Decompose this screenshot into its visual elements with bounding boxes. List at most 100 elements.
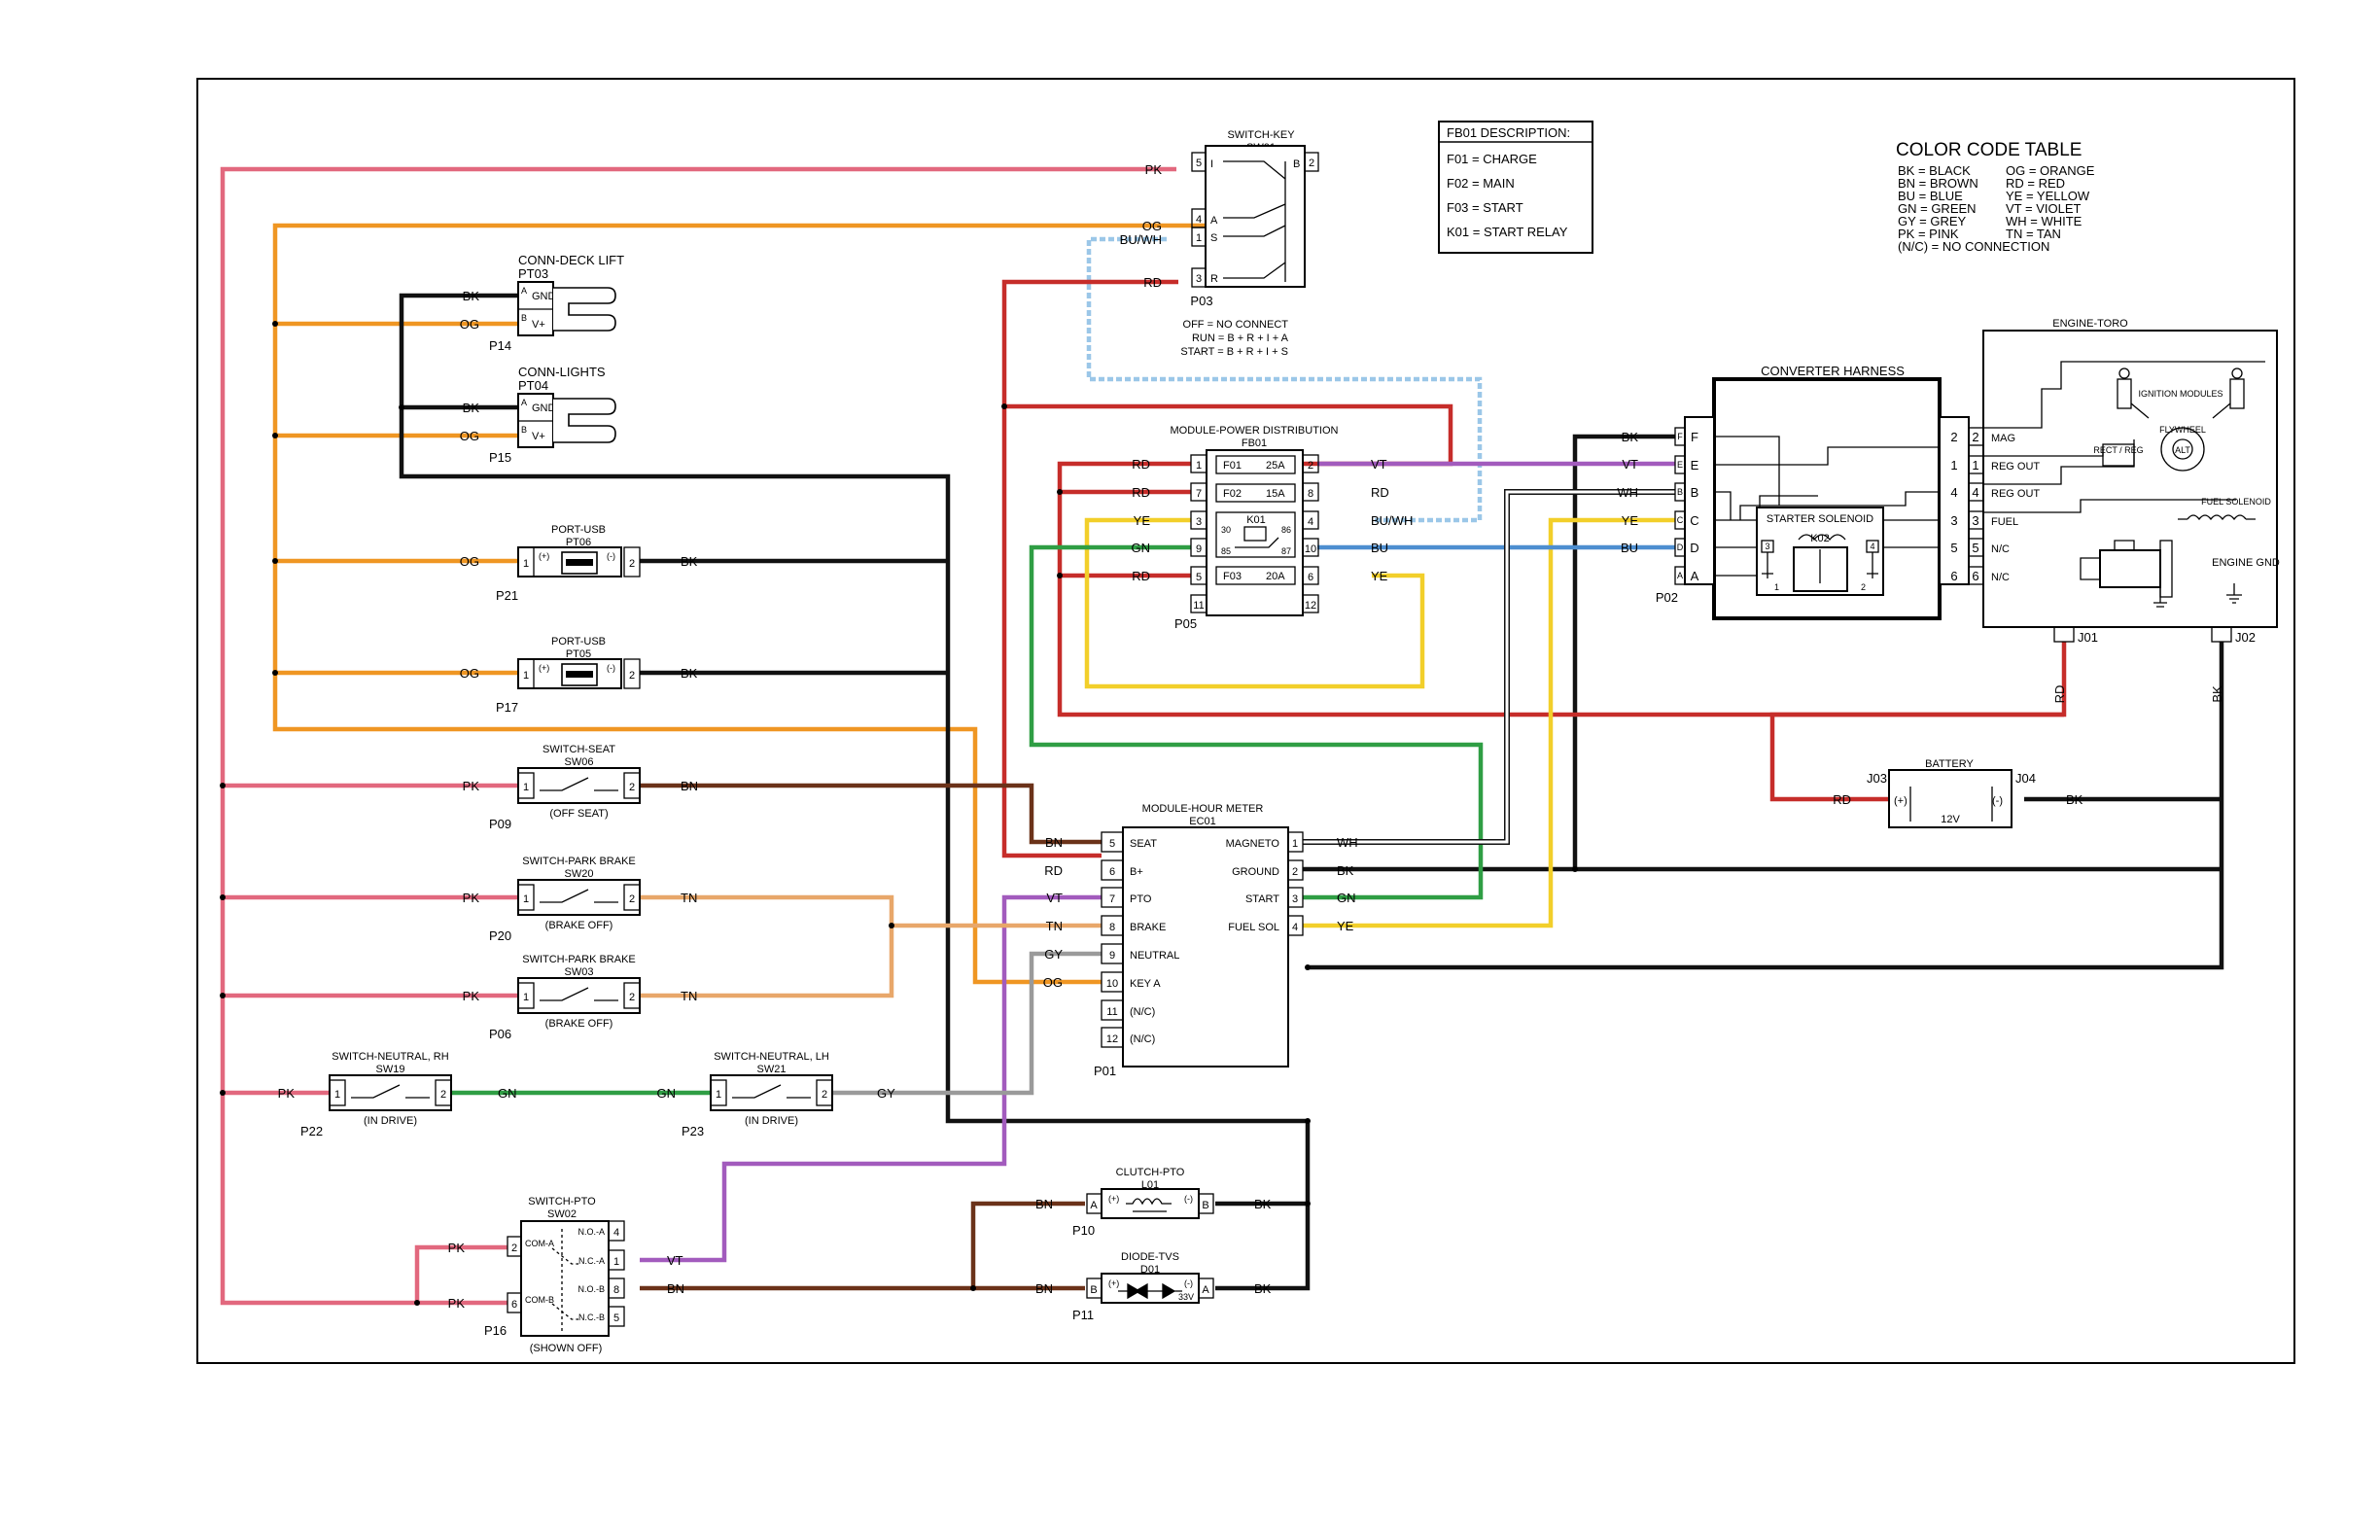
clutch-pto: CLUTCH-PTO L01 A B (+) (-) P10 <box>1072 1167 1214 1238</box>
wire-label: TN <box>681 989 697 1003</box>
pin-label: 2 <box>629 893 635 905</box>
pin-label: 4 <box>1972 485 1978 500</box>
pin-label: 2 <box>822 1089 827 1101</box>
engine-terminal-label: MAG <box>1991 433 2015 444</box>
pto-switch-connector: P16 <box>484 1323 507 1338</box>
svg-text:F03: F03 <box>1223 571 1242 582</box>
pin-label: 4 <box>1308 516 1313 528</box>
wire-label: OG <box>1142 219 1162 233</box>
pin-label: 9 <box>1196 543 1202 555</box>
wire-label: BN <box>1035 1197 1053 1211</box>
switch-connector: P20 <box>489 928 511 943</box>
wire-label: BK <box>2066 792 2083 807</box>
pin-label: 6 <box>1308 572 1313 583</box>
wire-label: VT <box>1371 457 1387 472</box>
wire-label: GN <box>498 1086 517 1101</box>
wire-bn <box>640 1201 1085 1291</box>
pto-switch-id: SW02 <box>547 1208 577 1220</box>
pin-label: B <box>1202 1200 1208 1211</box>
deck-lift-gnd: GND <box>532 291 556 302</box>
hour-meter-input-label: (N/C) <box>1130 1006 1155 1018</box>
pin-label: 1 <box>523 670 529 682</box>
engine-terminal-label: N/C <box>1991 543 2010 555</box>
usb2-connector: P17 <box>496 700 518 715</box>
pin-label: 2 <box>629 782 635 793</box>
switch-title: SWITCH-PARK BRAKE <box>522 856 636 867</box>
pto-switch-title: SWITCH-PTO <box>528 1196 596 1208</box>
starter-motor-icon <box>2080 540 2173 608</box>
hour-meter-output-label: FUEL SOL <box>1228 922 1279 933</box>
pto-contact: N.C.-A <box>578 1256 605 1266</box>
wire-label: BU/WH <box>1120 232 1162 247</box>
pin-label: 5 <box>1196 572 1202 583</box>
svg-text:4: 4 <box>1870 542 1874 551</box>
wire-label: RD <box>1044 863 1063 878</box>
usb1-connector: P21 <box>496 588 518 603</box>
svg-text:F02: F02 <box>1223 488 1242 500</box>
switch-connector: P22 <box>300 1124 323 1138</box>
pin-label: E <box>1677 460 1683 470</box>
color-table-note: (N/C) = NO CONNECTION <box>1898 239 2049 254</box>
switch-key-mode: OFF = NO CONNECT <box>1183 319 1289 331</box>
pin-label: 4 <box>613 1227 619 1239</box>
switch-key-connector: P03 <box>1190 294 1212 308</box>
wire-label: BK <box>1254 1281 1272 1296</box>
pin-label: B <box>521 425 527 435</box>
pin-label: 3 <box>1196 516 1202 528</box>
pin-label: 5 <box>1109 838 1115 850</box>
wire-label: PK <box>463 779 480 793</box>
pin-label: 2 <box>1308 460 1313 472</box>
color-code-table: COLOR CODE TABLE BK = BLACK OG = ORANGE … <box>1896 140 2095 254</box>
engine-terminal-label: REG OUT <box>1991 488 2040 500</box>
color-table-entry: VT = VIOLET <box>2006 201 2081 216</box>
pin-label: 8 <box>613 1284 619 1296</box>
wire-label: BK <box>1254 1197 1272 1211</box>
pin-label: 11 <box>1106 1006 1117 1018</box>
junctions <box>220 321 1578 1306</box>
wire-label: BN <box>681 779 698 793</box>
switch-pto: SWITCH-PTO SW02 2 6 4 1 8 5 COM-A COM-B … <box>484 1196 625 1354</box>
pin-label: 6 <box>1109 866 1115 878</box>
port-usb-pt05: PORT-USB PT05 1 2 (+) (-) P17 <box>496 636 641 715</box>
battery-title: BATTERY <box>1925 758 1974 770</box>
switch-key-title: SWITCH-KEY <box>1227 129 1295 141</box>
engine-title: ENGINE-TORO <box>2052 318 2128 330</box>
fb01-table-title: FB01 DESCRIPTION: <box>1447 125 1570 140</box>
wire-gy <box>833 951 1102 1096</box>
switch-title: SWITCH-NEUTRAL, LH <box>714 1051 829 1063</box>
engine-j02: J02 <box>2235 630 2256 645</box>
diode-title: DIODE-TVS <box>1121 1251 1179 1263</box>
pin-label: B <box>1691 485 1699 500</box>
usb1-plus: (+) <box>539 551 549 561</box>
wire-label: PK <box>448 1241 466 1255</box>
wire-label: PK <box>448 1296 466 1311</box>
pin-label: A <box>1691 569 1699 583</box>
color-table-entry: OG = ORANGE <box>2006 163 2095 178</box>
usb1-id: PT06 <box>566 537 591 548</box>
engine-rect-label: RECT / REG <box>2093 445 2143 455</box>
engine-ign-label: IGNITION MODULES <box>2138 389 2222 399</box>
pto-contact: N.C.-B <box>578 1312 605 1322</box>
wire-label: OG <box>1043 975 1063 990</box>
svg-text:1: 1 <box>1774 582 1779 592</box>
pin-label: 1 <box>716 1089 721 1101</box>
battery-voltage: 12V <box>1941 814 1960 825</box>
switch-key-letter: R <box>1210 273 1218 285</box>
wire-label: YE <box>1337 919 1354 933</box>
wire-labels: PK OG BU/WH RD BK OG BK OG OG BK OG BK P… <box>278 162 2224 1311</box>
pin-label: 3 <box>1972 513 1978 528</box>
pin-label: A <box>1090 1200 1098 1211</box>
switch-id: SW21 <box>757 1064 787 1075</box>
power-dist-id: FB01 <box>1242 438 1267 449</box>
switch-connector: P06 <box>489 1027 511 1041</box>
color-table-entry: RD = RED <box>2006 176 2065 191</box>
wire-label: PK <box>278 1086 296 1101</box>
switch-key-contacts <box>1223 160 1286 282</box>
wire-gn <box>1029 544 1484 900</box>
wire-bn <box>640 783 1102 845</box>
battery: BATTERY BT01 (+) (-) 12V J03 J04 <box>1867 758 2036 828</box>
